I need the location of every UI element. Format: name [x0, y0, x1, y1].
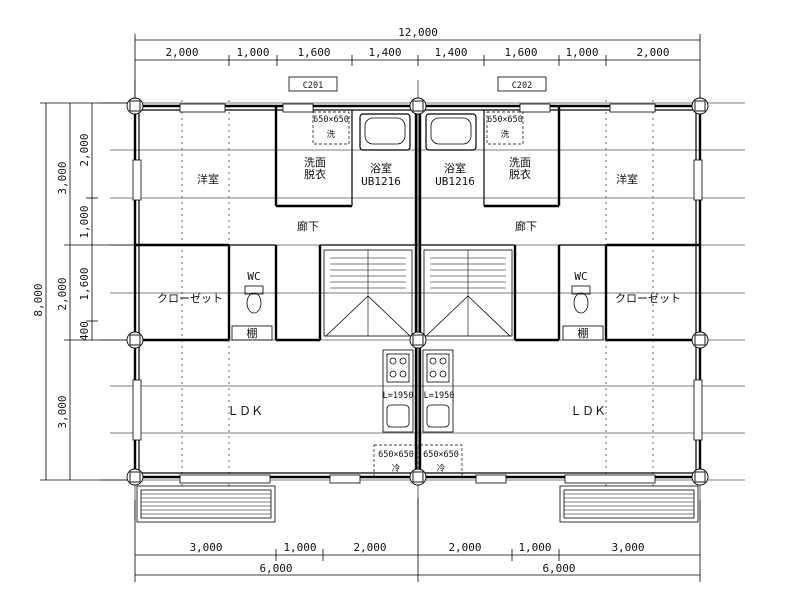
- bath-left-label-2: UB1216: [361, 175, 401, 188]
- bottom-dim-1: 3,000: [189, 541, 222, 554]
- hallway-left-label: 廊下: [297, 219, 319, 233]
- bath-left-label-1: 浴室: [370, 161, 392, 175]
- top-dim-7: 1,000: [565, 46, 598, 59]
- unit-tag-left: C201: [303, 81, 323, 91]
- bath-right-label-1: 浴室: [444, 161, 466, 175]
- balcony-right: [559, 485, 699, 523]
- washer-left-box: [312, 111, 350, 145]
- left-unit-labels: C201 洋室 洗面 脱衣 浴室 UB1216 廊下 WC クローゼット 棚 Ｌ…: [157, 81, 414, 474]
- kitchen-right: [422, 349, 454, 433]
- bottom-half-right: 6,000: [542, 562, 575, 575]
- wc-left-label: WC: [247, 270, 260, 283]
- fridge-left-size: 650×650: [378, 450, 414, 460]
- ldk-right-label: ＬＤＫ: [570, 404, 606, 418]
- bottom-dim-4: 2,000: [448, 541, 481, 554]
- closet-left-label: クローゼット: [157, 292, 223, 305]
- bottom-dim-2: 1,000: [283, 541, 316, 554]
- left-total-dim: 8,000: [32, 283, 45, 316]
- bathtub-left: [359, 113, 411, 151]
- fridge-left-box: [373, 444, 419, 478]
- toilet-left-icon: [244, 285, 264, 314]
- ldk-left-label: ＬＤＫ: [227, 404, 263, 418]
- washer-left-size: 650×650: [313, 115, 349, 125]
- washroom-right-label-1: 洗面: [509, 156, 531, 169]
- stairs-left: [323, 249, 413, 337]
- bottom-dim-6: 3,000: [611, 541, 644, 554]
- washer-right-box: [486, 111, 524, 145]
- fridge-right-label: 冷: [437, 463, 446, 474]
- left-inner-dim-4: 400: [78, 321, 91, 341]
- top-dim-8: 2,000: [636, 46, 669, 59]
- washroom-left-label-2: 脱衣: [304, 167, 326, 181]
- hallway-right-label: 廊下: [515, 219, 537, 233]
- top-dim-2: 1,000: [236, 46, 269, 59]
- shelf-right-box: [562, 325, 604, 341]
- bath-right-label-2: UB1216: [435, 175, 475, 188]
- balcony-left: [136, 485, 276, 523]
- unit-tag-right-box: [497, 76, 547, 92]
- bottom-half-left: 6,000: [259, 562, 292, 575]
- fridge-left-label: 冷: [392, 463, 401, 474]
- shelf-right-label: 棚: [578, 326, 589, 340]
- bottom-dim-5: 1,000: [518, 541, 551, 554]
- top-dim-3: 1,600: [297, 46, 330, 59]
- bedroom-left-label: 洋室: [197, 172, 219, 186]
- left-outer-dim-1: 3,000: [56, 161, 69, 194]
- unit-tag-right: C202: [512, 81, 532, 91]
- washroom-right-label-2: 脱衣: [509, 167, 531, 181]
- toilet-right-icon: [571, 285, 591, 314]
- windows: [132, 103, 703, 484]
- columns: [126, 97, 709, 486]
- washer-right-label: 洗: [501, 129, 510, 140]
- bathtub-right: [425, 113, 477, 151]
- fridge-right-size: 650×650: [423, 450, 459, 460]
- overall-width-label: 12,000: [398, 26, 438, 39]
- dimension-lines: [40, 34, 701, 582]
- washer-right-size: 650×650: [487, 115, 523, 125]
- top-dim-1: 2,000: [165, 46, 198, 59]
- washroom-left-label-1: 洗面: [304, 156, 326, 169]
- unit-tag-left-box: [288, 76, 338, 92]
- wc-right-label: WC: [574, 270, 587, 283]
- bedroom-right-label: 洋室: [616, 172, 638, 186]
- left-outer-dim-2: 2,000: [56, 277, 69, 310]
- left-inner-dim-1: 2,000: [78, 133, 91, 166]
- left-inner-dim-2: 1,000: [78, 205, 91, 238]
- kitchen-left-length: L=1950: [383, 391, 414, 401]
- bottom-dim-3: 2,000: [353, 541, 386, 554]
- stairs-right: [423, 249, 513, 337]
- top-dim-6: 1,600: [504, 46, 537, 59]
- top-dim-4: 1,400: [368, 46, 401, 59]
- kitchen-left: [382, 349, 414, 433]
- dimension-texts: 12,000 2,000 1,000 1,600 1,400 1,400 1,6…: [32, 26, 670, 575]
- shelf-left-label: 棚: [247, 326, 258, 340]
- kitchen-right-length: L=1950: [424, 391, 455, 401]
- closet-right-label: クローゼット: [615, 292, 681, 305]
- fridge-right-box: [419, 444, 463, 478]
- left-inner-dim-3: 1,600: [78, 267, 91, 300]
- right-unit-labels: C202 洋室 洗面 脱衣 浴室 UB1216 廊下 WC クローゼット 棚 Ｌ…: [423, 81, 681, 474]
- left-outer-dim-3: 3,000: [56, 395, 69, 428]
- washer-left-label: 洗: [327, 129, 336, 140]
- top-dim-5: 1,400: [434, 46, 467, 59]
- shelf-left-box: [231, 325, 273, 341]
